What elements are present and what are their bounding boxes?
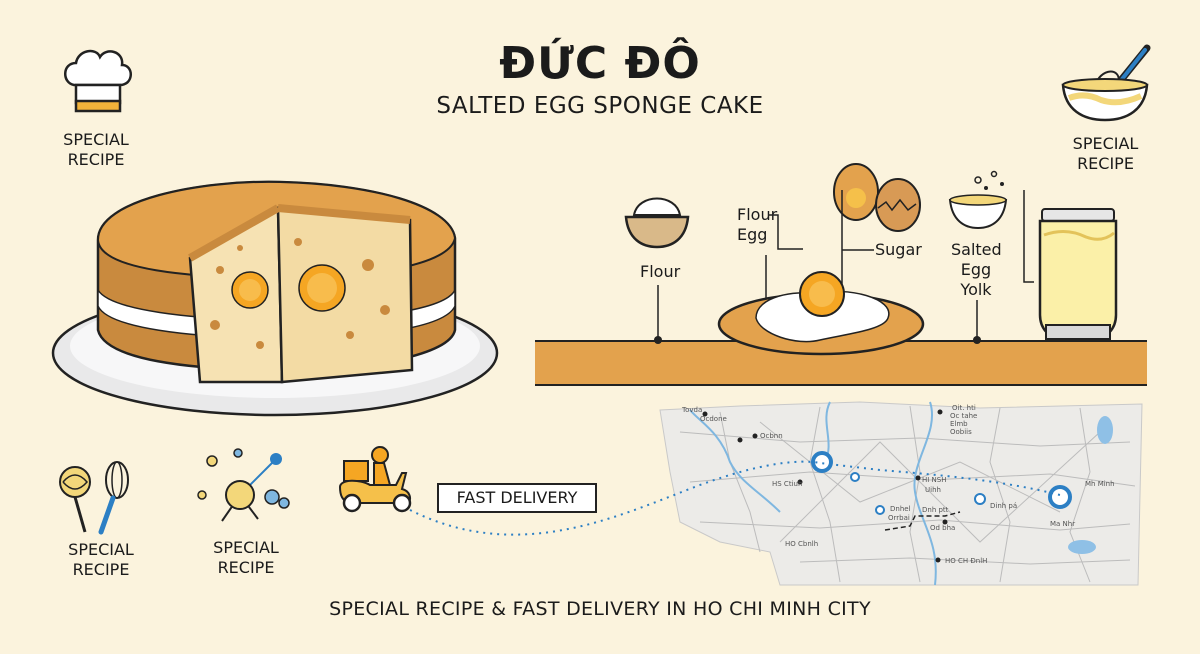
badge-top-left-line1: SPECIAL <box>63 130 129 149</box>
bracket-line <box>1023 190 1034 283</box>
map-label: Od bha <box>930 524 956 532</box>
map-label: Dinh pá <box>990 502 1018 510</box>
ingredient-salted-line1: Salted <box>951 240 1002 259</box>
page-subtitle: SALTED EGG SPONGE CAKE <box>436 93 764 119</box>
badge-bottom-left-1: SPECIAL RECIPE <box>55 540 147 580</box>
badge-top-left: SPECIAL RECIPE <box>50 130 142 170</box>
map-label: Dnhel <box>890 505 911 513</box>
molecule-icon <box>197 448 290 522</box>
pancake-egg-icon <box>717 271 925 356</box>
map-label: Ma Nhr <box>1050 520 1076 528</box>
fast-delivery-label: FAST DELIVERY <box>437 483 597 513</box>
ingredient-flour-egg-line1: Flour <box>737 205 778 224</box>
custard-jar-icon <box>1038 208 1118 341</box>
map-label: Ocdone <box>700 415 727 423</box>
footer-tagline: SPECIAL RECIPE & FAST DELIVERY IN HO CHI… <box>329 598 871 620</box>
flour-leader-line <box>654 285 662 344</box>
map-label: Oobiis <box>950 428 972 436</box>
badge-top-right-line1: SPECIAL <box>1072 134 1139 153</box>
map-labels: Tovda Ocdone Ocbnn Oit. hti Oc tahe HS C… <box>660 402 1142 585</box>
mixing-bowl-icon <box>1061 44 1151 122</box>
map-label: Oc tahe <box>950 412 978 420</box>
badge-bottom-left-2-line1: SPECIAL <box>213 538 279 557</box>
map-label: Orrbai <box>888 514 910 522</box>
ingredient-flour-label: Flour <box>640 262 681 281</box>
badge-top-left-line2: RECIPE <box>67 150 125 169</box>
map-label: HI NSH <box>922 476 947 484</box>
badge-bottom-left-2-line2: RECIPE <box>217 558 275 577</box>
map-label: HS Ctiuh <box>772 480 803 488</box>
ingredient-flour-egg-line2: Egg <box>737 225 768 244</box>
salted-yolk-leader-line <box>973 300 981 344</box>
ingredient-salted-line3: Yolk <box>960 280 992 299</box>
eggs-icon <box>833 163 921 232</box>
ingredient-sugar-label: Sugar <box>875 240 922 259</box>
badge-top-right: SPECIAL RECIPE <box>1058 134 1153 174</box>
badge-bottom-left-1-line1: SPECIAL <box>68 540 134 559</box>
map-label: HO Cbnlh <box>785 540 819 548</box>
map-label: Dnh ptt <box>922 506 949 514</box>
city-map <box>659 401 1143 586</box>
ingredient-salted-line2: Egg <box>960 260 992 279</box>
map-label: Oit. hti <box>952 404 976 412</box>
badge-bottom-left-2: SPECIAL RECIPE <box>200 538 292 578</box>
ingredient-salted-yolk-label: Salted Egg Yolk <box>951 240 1002 300</box>
whisk-icon <box>59 461 129 535</box>
badge-bottom-left-1-line2: RECIPE <box>72 560 130 579</box>
map-label: Tovda <box>682 406 703 414</box>
map-label: Ocbnn <box>760 432 783 440</box>
map-label: Elmb <box>950 420 968 428</box>
map-label: HO CH ĐnlH <box>945 557 988 565</box>
map-label: Mh Minh <box>1085 480 1115 488</box>
flour-bowl-icon <box>624 197 690 249</box>
salted-yolk-bowl-icon <box>948 170 1008 230</box>
badge-top-right-line2: RECIPE <box>1077 154 1134 173</box>
ingredient-flour-egg-label: Flour Egg <box>737 205 777 245</box>
delivery-route-line <box>409 460 1061 536</box>
chef-hat-icon <box>64 49 132 113</box>
map-label: Uihh <box>925 486 941 494</box>
cake-illustration <box>51 180 499 417</box>
page-title: ĐỨC ĐÔ <box>499 38 701 89</box>
delivery-scooter-icon <box>338 446 412 513</box>
